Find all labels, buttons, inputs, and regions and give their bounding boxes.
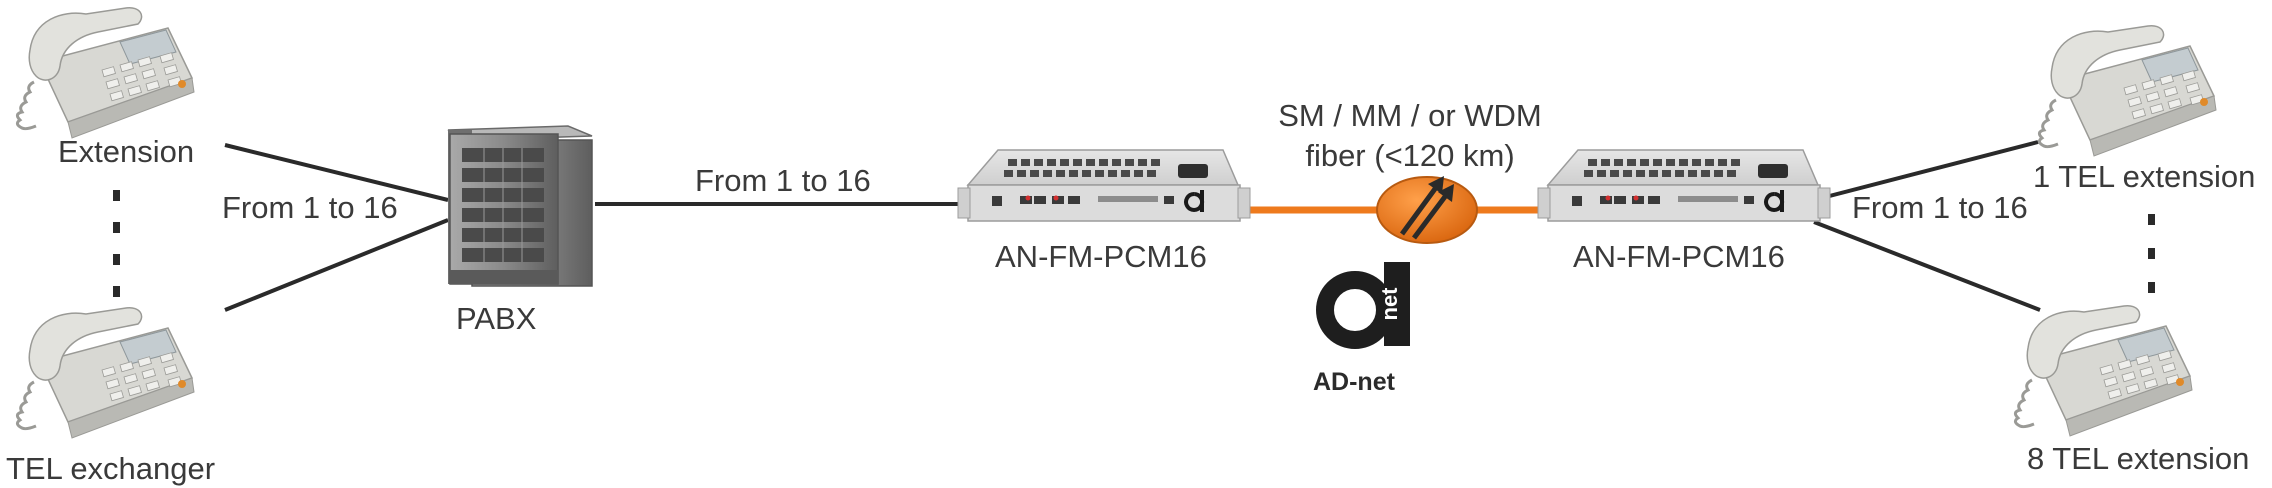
label-extension: Extension: [58, 134, 195, 169]
fiber-bidirectional-icon: [1376, 176, 1478, 244]
ad-net-logo-text: AD-net: [1313, 368, 1395, 396]
telephone-icon: [15, 306, 196, 440]
telephone-icon: [15, 6, 196, 140]
telephone-icon: [2037, 24, 2218, 158]
label-pabx: PABX: [456, 301, 537, 336]
line-extension-to-pabx: [224, 143, 449, 202]
label-fiber-line1: SM / MM / or WDM: [1278, 98, 1542, 133]
label-device-left: AN-FM-PCM16: [995, 239, 1207, 274]
label-1-tel-extension: 1 TEL extension: [2033, 159, 2256, 194]
pabx-tower-icon: [447, 125, 593, 287]
dots-left: [113, 190, 120, 297]
label-from-1-to-16-right: From 1 to 16: [1852, 190, 2028, 225]
label-from-1-to-16-left: From 1 to 16: [222, 190, 398, 225]
dots-right: [2148, 214, 2155, 293]
label-from-1-to-16-middle: From 1 to 16: [695, 163, 871, 198]
logo-mark-text: net: [1377, 287, 1402, 321]
pcm-rack-device-icon: [956, 148, 1252, 223]
label-8-tel-extension: 8 TEL extension: [2027, 441, 2250, 476]
telephone-icon: [2013, 304, 2194, 438]
label-device-right: AN-FM-PCM16: [1573, 239, 1785, 274]
line-device-to-tel1: [1813, 140, 2039, 202]
copper-lines: [224, 140, 2041, 312]
label-tel-exchanger: TEL exchanger: [6, 451, 216, 486]
pcm-rack-device-icon: [1536, 148, 1832, 223]
line-device-to-tel8: [1813, 220, 2041, 312]
label-fiber-line2: fiber (<120 km): [1305, 138, 1515, 173]
line-exchanger-to-pabx: [224, 218, 449, 312]
ad-net-logo-icon: net: [1316, 262, 1410, 349]
